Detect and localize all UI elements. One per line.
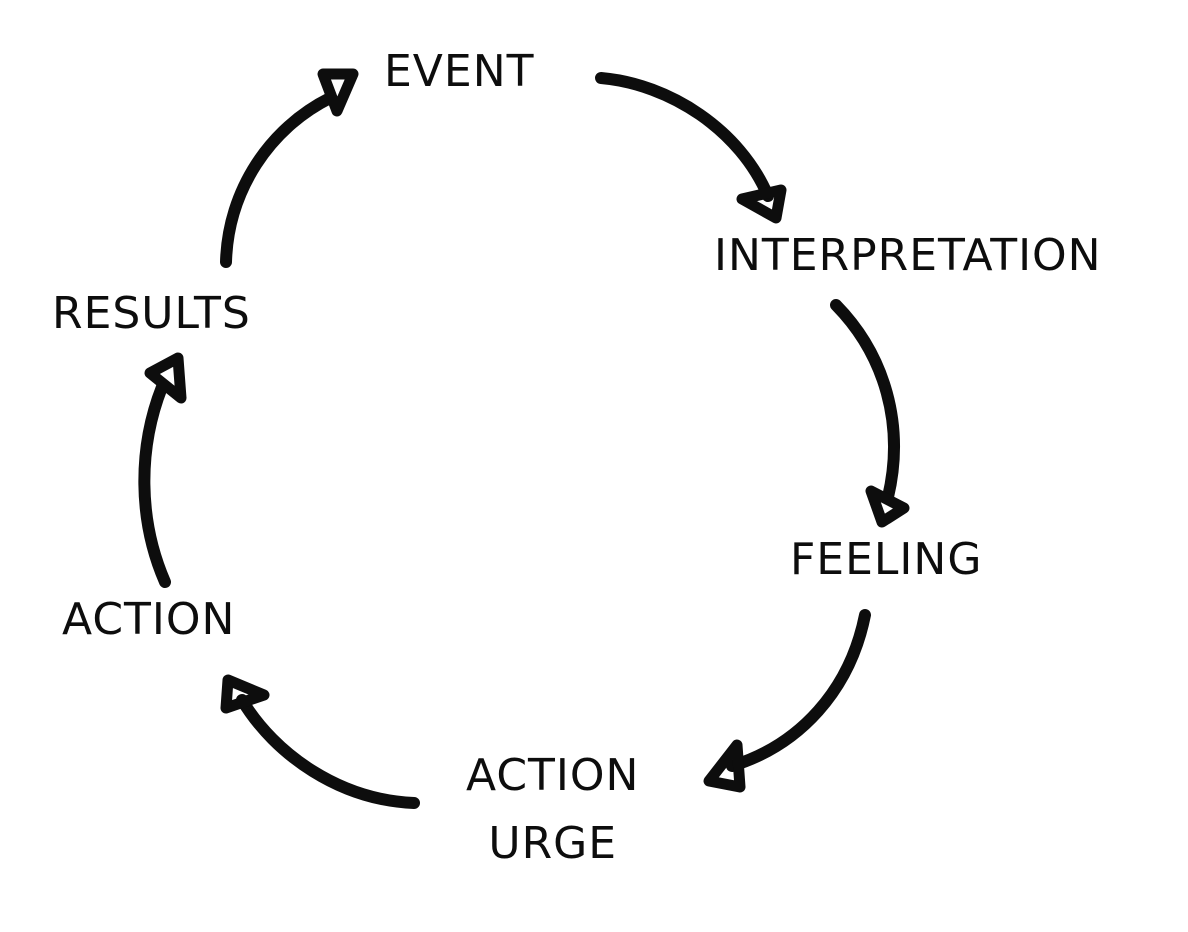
node-results: RESULTS (52, 288, 251, 339)
arrow-feeling-to-action-urge (703, 609, 871, 793)
node-action: ACTION (62, 594, 236, 645)
node-action-urge-line2: URGE (488, 818, 618, 869)
arrow-results-to-event (220, 68, 359, 268)
node-action-urge-line1: ACTION (466, 750, 640, 801)
node-event: EVENT (384, 46, 535, 97)
node-action-urge: ACTION URGE (466, 742, 639, 878)
arrow-action-urge-to-action (220, 674, 420, 809)
arrow-action-to-results (138, 352, 187, 588)
node-feeling: FEELING (790, 534, 983, 585)
node-interpretation: INTERPRETATION (714, 230, 1102, 281)
arrow-event-to-interpretation (595, 72, 787, 224)
arrow-interpretation-to-feeling (830, 299, 910, 528)
